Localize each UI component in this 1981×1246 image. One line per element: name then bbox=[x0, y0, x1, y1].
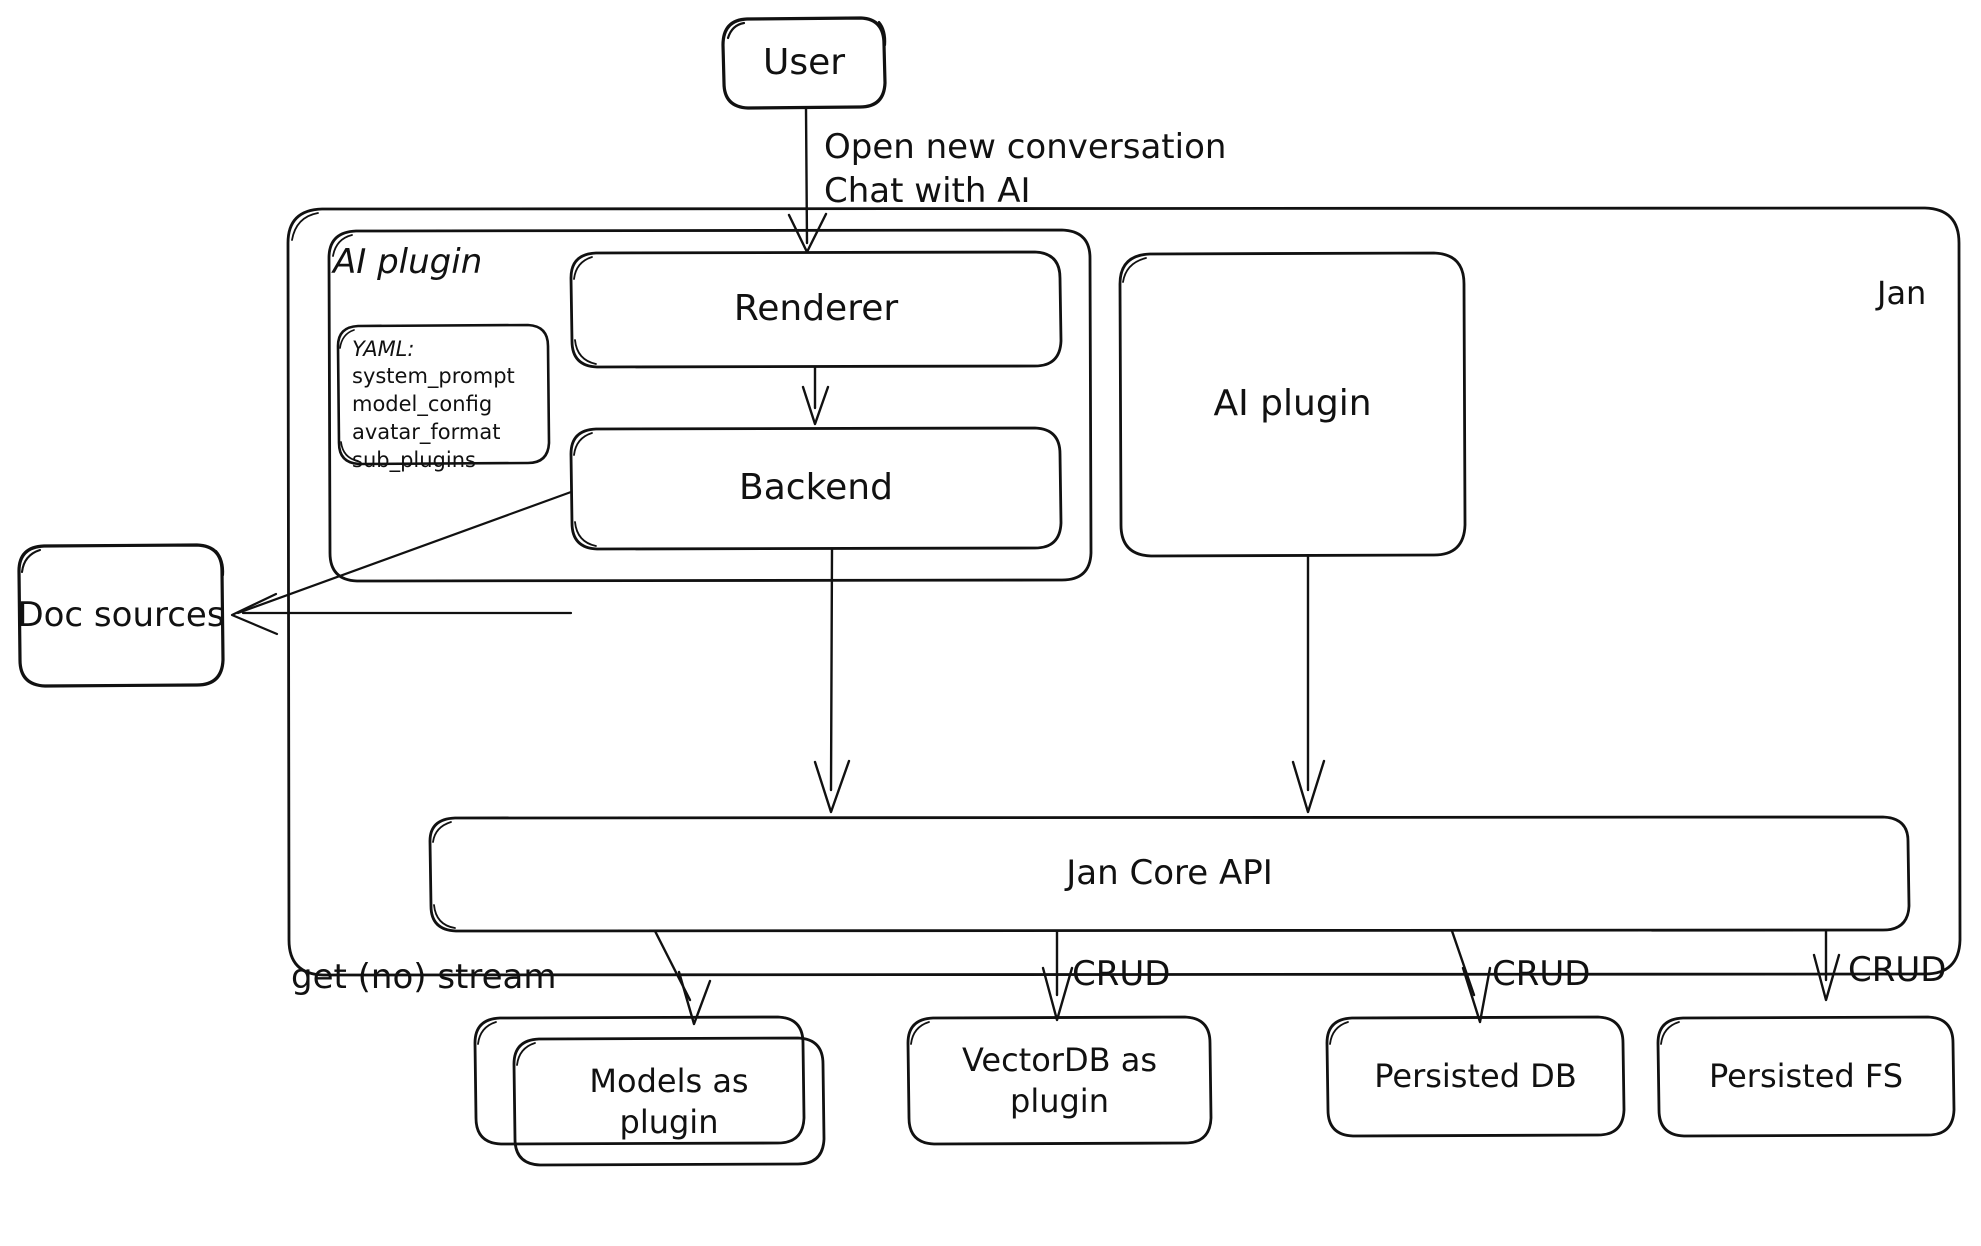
ai-plugin-node[interactable] bbox=[1120, 253, 1465, 556]
yaml-note-item-sub-plugins: sub_plugins bbox=[352, 448, 476, 472]
edge-renderer-to-backend bbox=[801, 365, 830, 426]
renderer-node[interactable] bbox=[571, 252, 1061, 367]
jan-container-label: Jan bbox=[1877, 274, 1927, 312]
edge-label-crud-persisted-db: CRUD bbox=[1492, 954, 1591, 994]
edge-core-to-persisted-db bbox=[1450, 929, 1492, 1024]
edge-backend-to-core bbox=[813, 547, 851, 814]
yaml-note-shape bbox=[336, 323, 551, 466]
persisted-fs-node[interactable] bbox=[1658, 1017, 1954, 1136]
edge-label-user-to-renderer: Open new conversation Chat with AI bbox=[824, 127, 1227, 212]
models-as-plugin-node[interactable] bbox=[475, 1017, 824, 1165]
edge-label-crud-vectordb: CRUD bbox=[1072, 954, 1171, 994]
yaml-note-item-model-config: model_config bbox=[352, 392, 493, 416]
yaml-note-item-system-prompt: system_prompt bbox=[352, 364, 515, 388]
persisted-db-node[interactable] bbox=[1327, 1017, 1624, 1136]
backend-node[interactable] bbox=[571, 428, 1061, 549]
yaml-note-heading: YAML: bbox=[352, 337, 415, 361]
edge-core-to-persisted-fs bbox=[1812, 929, 1841, 1002]
user-node[interactable] bbox=[723, 18, 885, 108]
edge-backend-to-doc-sources bbox=[230, 490, 573, 636]
ai-plugin-group-label: AI plugin bbox=[333, 242, 483, 282]
jan-core-api-node[interactable] bbox=[430, 817, 1909, 931]
edge-user-to-renderer bbox=[787, 106, 828, 254]
edge-label-get-no-stream: get (no) stream bbox=[291, 957, 557, 997]
edge-core-to-models bbox=[653, 929, 712, 1026]
doc-sources-node[interactable] bbox=[19, 545, 223, 686]
edge-ai-plugin-to-core bbox=[1291, 554, 1326, 814]
edge-label-crud-persisted-fs: CRUD bbox=[1848, 950, 1947, 990]
edge-core-to-vectordb bbox=[1041, 929, 1074, 1022]
vectordb-as-plugin-node[interactable] bbox=[908, 1017, 1211, 1144]
yaml-note-item-avatar-format: avatar_format bbox=[352, 420, 501, 444]
